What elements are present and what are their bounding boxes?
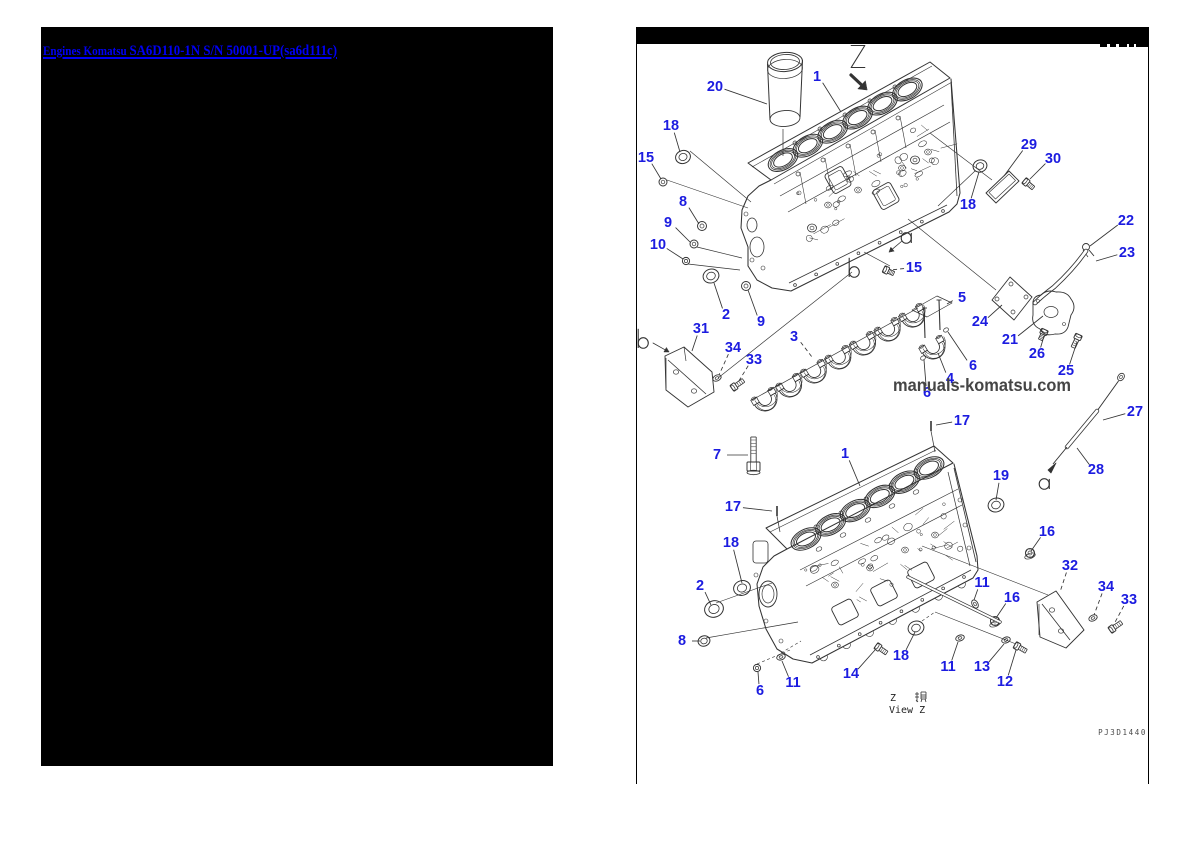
callout-27: 27: [1127, 404, 1143, 420]
gasket-24: [991, 276, 1033, 321]
callout-13: 13: [974, 659, 990, 675]
page-top-bar: [636, 27, 1149, 44]
clamp-22-tube-23: [1032, 243, 1095, 306]
view-arrows: [652, 73, 903, 353]
callout-20: 20: [707, 79, 723, 95]
document-link-model: SA6D110-1N S/N 50001-UP(sa6d111c): [129, 43, 337, 59]
callout-23: 23: [1119, 245, 1135, 261]
callout-11: 11: [785, 675, 800, 691]
watermark-text: manuals-komatsu.com: [893, 375, 1071, 395]
callout-33: 33: [1121, 592, 1137, 608]
document-link-prefix: Engines Komatsu: [42, 43, 130, 58]
view-letter-a: [1038, 478, 1050, 490]
callout-30: 30: [1045, 151, 1061, 167]
callout-31: 31: [693, 321, 709, 337]
page-border-left: [636, 27, 638, 784]
view-letter-b: [848, 257, 860, 278]
callout-19: 19: [993, 468, 1009, 484]
bar-edge-tick: [1141, 44, 1145, 47]
callout-6: 6: [756, 683, 764, 699]
bar-edge-tick: [1110, 44, 1116, 47]
callout-29: 29: [1021, 137, 1037, 153]
callout-28: 28: [1088, 462, 1104, 478]
bearing-cap-row: [750, 295, 953, 412]
callout-18: 18: [663, 118, 679, 134]
callout-9: 9: [757, 314, 765, 330]
view-letter-Z: [850, 44, 866, 69]
callout-18: 18: [893, 648, 909, 664]
through-rod-11: [906, 575, 1002, 624]
page-border-right: [1147, 27, 1149, 784]
bar-edge-tick: [1136, 44, 1143, 47]
callout-11: 11: [974, 575, 989, 591]
callout-22: 22: [1118, 213, 1134, 229]
callout-11: 11: [940, 659, 955, 675]
view-note-caption: View Z: [889, 705, 925, 716]
callout-15: 15: [638, 150, 654, 166]
callout-8: 8: [678, 633, 686, 649]
callout-5: 5: [958, 290, 966, 306]
bracket-32: [1036, 590, 1085, 649]
document-link[interactable]: Engines Komatsu SA6D110-1N S/N 50001-UP(…: [43, 43, 337, 60]
callout-34: 34: [725, 340, 741, 356]
callout-24: 24: [972, 314, 988, 330]
doc-code-text: PJ3D1440: [1098, 728, 1147, 737]
view-letter-b: [637, 328, 649, 349]
manual-page: [636, 27, 1149, 784]
cylinder-liner: [767, 51, 803, 156]
callout-2: 2: [696, 578, 704, 594]
callout-6: 6: [923, 385, 931, 401]
view-note-kanji: [915, 691, 927, 703]
callout-16: 16: [1039, 524, 1055, 540]
callout-33: 33: [746, 352, 762, 368]
small-parts: [658, 149, 1124, 673]
callout-12: 12: [997, 674, 1013, 690]
view-letters: [637, 44, 1050, 490]
callout-17: 17: [954, 413, 970, 429]
callout-3: 3: [790, 329, 798, 345]
bar-edge-tick: [1145, 44, 1148, 47]
callout-14: 14: [843, 666, 859, 682]
dipstick-27-28: [1047, 372, 1125, 474]
bar-edge-tick: [1100, 44, 1107, 47]
callout-1: 1: [841, 446, 849, 462]
callout-9: 9: [664, 215, 672, 231]
lower-cylinder-block: [752, 421, 979, 664]
callout-32: 32: [1062, 558, 1078, 574]
bracket-31: [664, 346, 715, 408]
left-black-panel: Engines Komatsu SA6D110-1N S/N 50001-UP(…: [41, 27, 553, 766]
view-note-letter: Z: [890, 693, 896, 704]
bar-edge-tick: [1129, 44, 1134, 47]
callout-16: 16: [1004, 590, 1020, 606]
callout-4: 4: [946, 371, 954, 387]
bar-edge-tick: [1119, 44, 1127, 47]
callout-1: 1: [813, 69, 821, 85]
callout-18: 18: [960, 197, 976, 213]
watermark: manuals-komatsu.com: [893, 375, 1071, 395]
view-letter-a: [900, 232, 912, 244]
callout-7: 7: [713, 447, 721, 463]
cover-plate-29: [985, 170, 1020, 204]
callout-2: 2: [722, 307, 730, 323]
callout-6: 6: [969, 358, 977, 374]
callout-15: 15: [906, 260, 922, 276]
assembly-lines: [666, 132, 1049, 665]
callout-34: 34: [1098, 579, 1114, 595]
callout-25: 25: [1058, 363, 1074, 379]
callout-26: 26: [1029, 346, 1045, 362]
upper-cylinder-block: [740, 61, 961, 292]
callout-10: 10: [650, 237, 666, 253]
callout-8: 8: [679, 194, 687, 210]
doc-code: PJ3D1440: [1098, 728, 1147, 737]
callout-leaders: [651, 82, 1126, 685]
callout-18: 18: [723, 535, 739, 551]
cover-21: [1032, 290, 1075, 336]
callout-17: 17: [725, 499, 741, 515]
callout-21: 21: [1002, 332, 1018, 348]
